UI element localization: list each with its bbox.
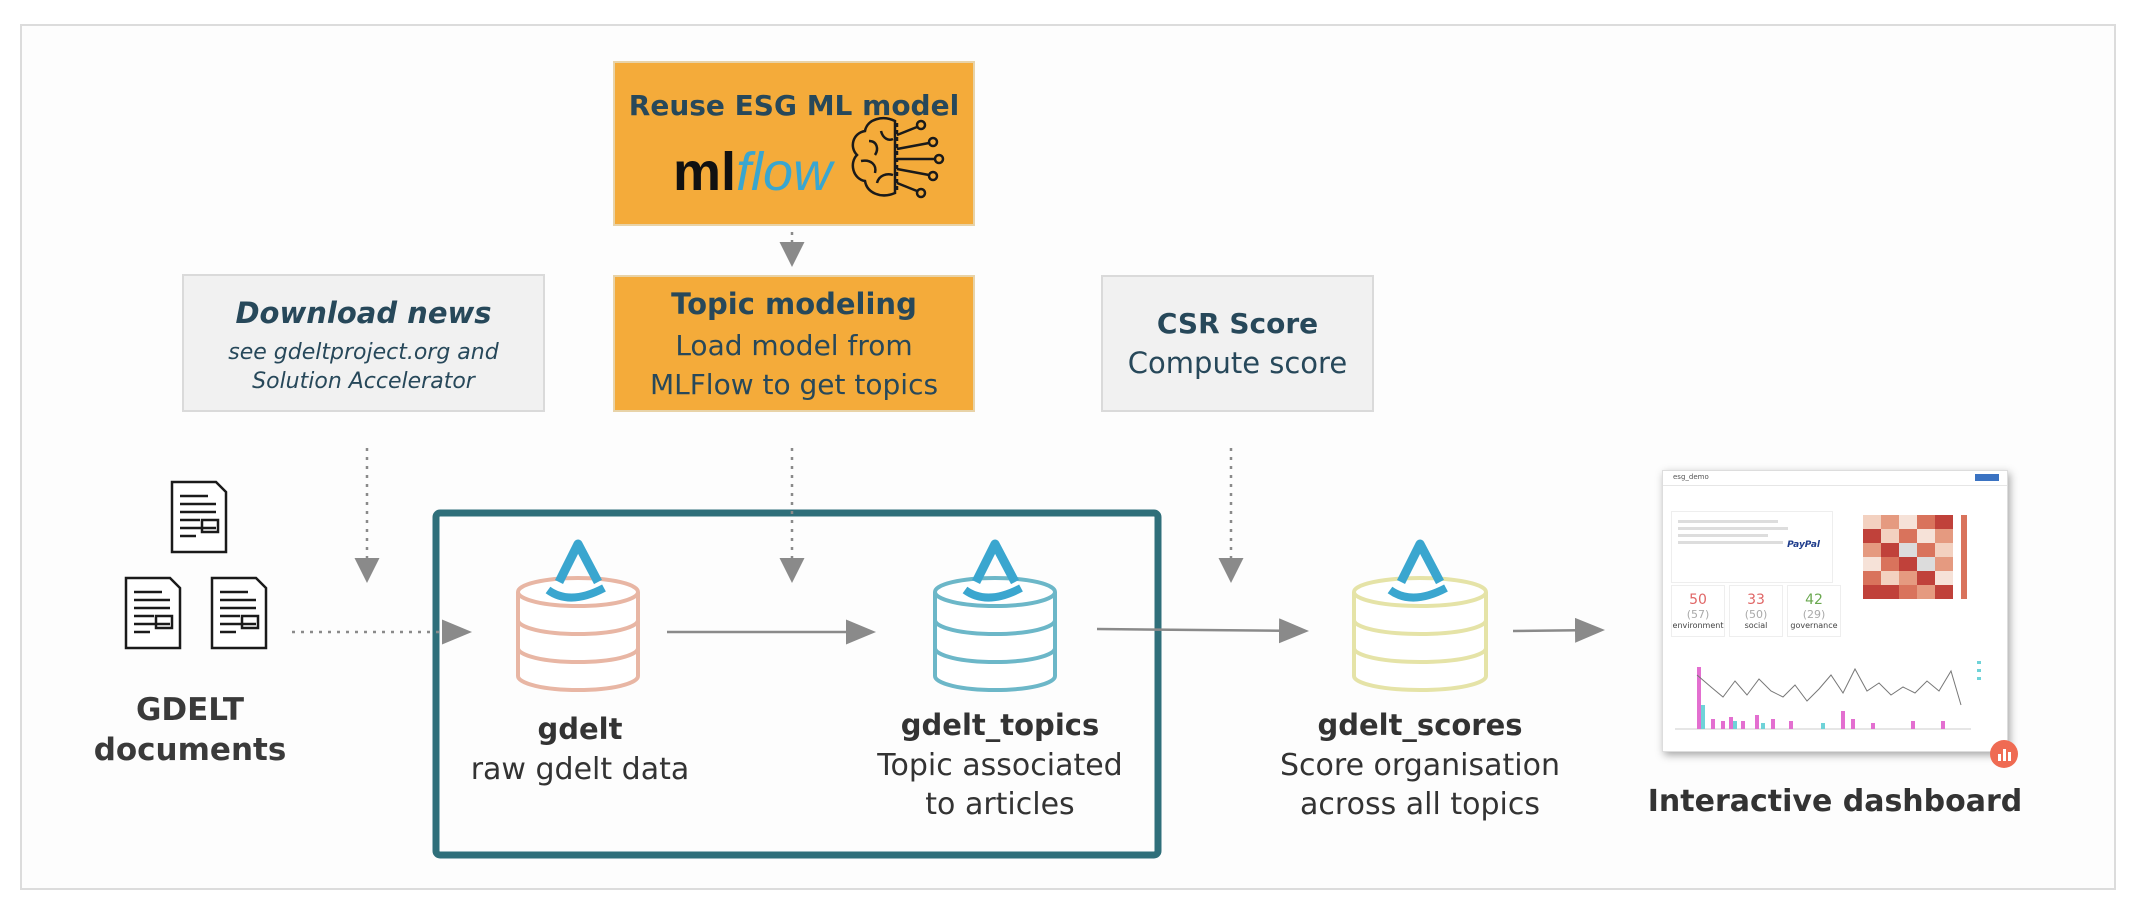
topic-modeling-title: Topic modeling — [671, 287, 917, 321]
topic-modeling-line2: MLFlow to get topics — [649, 368, 939, 401]
document-icon — [170, 480, 228, 554]
table-desc: Topic associated — [877, 748, 1123, 783]
topic-modeling-line1: Load model from — [675, 329, 913, 362]
dashboard-heatmap — [1863, 515, 1967, 599]
dashboard-header: esg_demo — [1663, 471, 2007, 486]
download-news-line1: see gdeltproject.org and — [228, 340, 499, 365]
gdelt-scores-table-label: gdelt_scores Score organisation across a… — [1265, 708, 1575, 822]
gdelt-documents-label: GDELT documents — [90, 692, 290, 768]
csr-score-title: CSR Score — [1156, 307, 1319, 340]
document-icon — [210, 576, 268, 650]
reuse-model-box: Reuse ESG ML model mlflow — [613, 61, 975, 226]
brain-icon — [851, 117, 945, 199]
dashboard-thumbnail: esg_demo PayPal 50 (57) environment 33 (… — [1662, 470, 2008, 752]
gdelt-topics-table-icon — [933, 576, 1057, 692]
gdelt-table-label: gdelt raw gdelt data — [440, 712, 720, 787]
download-news-title: Download news — [235, 296, 492, 330]
table-name: gdelt — [537, 712, 623, 746]
mlflow-logo-ml: ml — [673, 142, 737, 202]
kpi-label: social — [1744, 621, 1768, 630]
dashboard-brand: PayPal — [1787, 540, 1820, 550]
gdelt-table-icon — [516, 576, 640, 692]
download-news-box: Download news see gdeltproject.org and S… — [182, 274, 545, 412]
delta-logo-icon — [545, 539, 606, 602]
table-name: gdelt_scores — [1317, 708, 1523, 742]
topics-to-scores-arrow — [1096, 618, 1309, 644]
table-desc: Score organisation — [1280, 748, 1560, 783]
kpi-card: 33 (50) social — [1729, 585, 1783, 637]
kpi-prev: (57) — [1686, 608, 1710, 621]
mlflow-logo: mlflow — [673, 145, 832, 199]
document-icon — [124, 576, 182, 650]
delta-logo-icon — [962, 539, 1023, 602]
table-desc-2: to articles — [925, 787, 1075, 822]
gdelt-documents-line1: GDELT — [135, 692, 245, 728]
kpi-label: environment — [1672, 621, 1724, 630]
dashboard-header-title: esg_demo — [1673, 473, 1709, 481]
kpi-card: 42 (29) governance — [1787, 585, 1841, 637]
csr-score-box: CSR Score Compute score — [1101, 275, 1374, 412]
delta-logo-icon — [1387, 539, 1448, 602]
kpi-label: governance — [1790, 621, 1838, 630]
dashboard-share-button — [1975, 474, 1999, 481]
kpi-value: 33 — [1747, 592, 1765, 608]
topic-modeling-box: Topic modeling Load model from MLFlow to… — [613, 275, 975, 412]
table-desc: raw gdelt data — [470, 752, 690, 787]
dashboard-kpi-row: 50 (57) environment 33 (50) social 42 (2… — [1671, 585, 1841, 637]
gdelt-topics-table-label: gdelt_topics Topic associated to article… — [845, 708, 1155, 822]
dashboard-description-panel: PayPal — [1671, 511, 1833, 583]
kpi-value: 42 — [1805, 592, 1823, 608]
kpi-value: 50 — [1689, 592, 1707, 608]
pipeline-highlight-frame — [432, 509, 1162, 859]
download-news-line2: Solution Accelerator — [252, 369, 475, 394]
kpi-prev: (29) — [1802, 608, 1826, 621]
kpi-card: 50 (57) environment — [1671, 585, 1725, 637]
gdelt-scores-table-icon — [1352, 576, 1488, 692]
dashboard-label: Interactive dashboard — [1647, 784, 2023, 819]
gdelt-documents-line2: documents — [93, 732, 287, 768]
csr-score-line1: Compute score — [1127, 346, 1348, 380]
mlflow-logo-flow: flow — [736, 142, 833, 202]
kpi-prev: (50) — [1744, 608, 1768, 621]
dashboard-media-chart — [1675, 661, 1981, 730]
table-name: gdelt_topics — [900, 708, 1100, 742]
dashboard-badge-icon — [1990, 740, 2018, 768]
scores-to-dashboard-arrow — [1512, 617, 1605, 643]
table-desc-2: across all topics — [1300, 787, 1540, 822]
reuse-model-title: Reuse ESG ML model — [628, 89, 960, 122]
